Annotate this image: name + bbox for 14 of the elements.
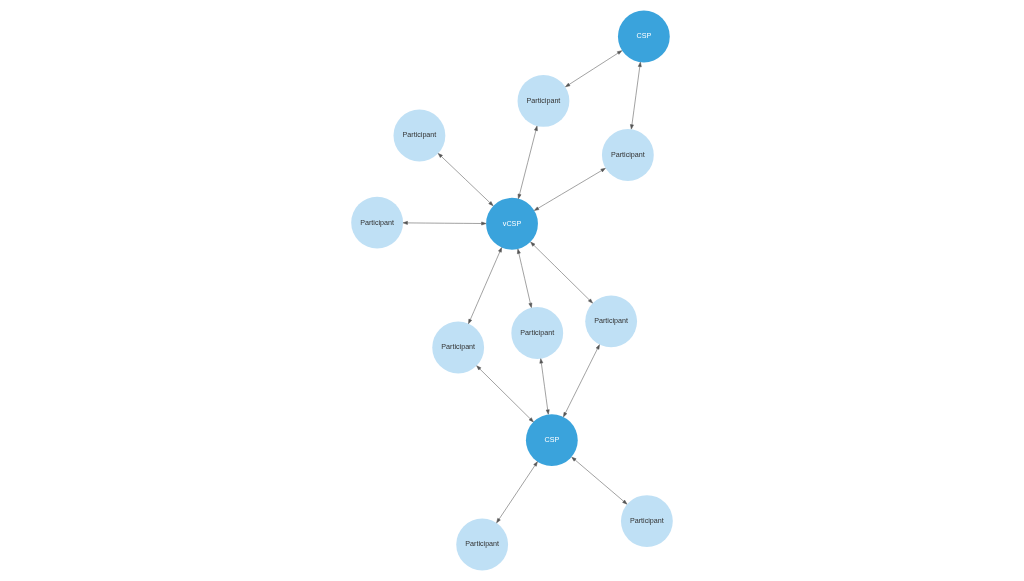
arrow (468, 247, 502, 324)
arrow (534, 168, 606, 211)
arrow (517, 248, 533, 308)
arrow (571, 456, 628, 505)
arrow (437, 153, 494, 206)
arrow (539, 358, 550, 415)
arrow (563, 344, 600, 418)
arrow (530, 241, 593, 304)
arrow (517, 125, 538, 199)
arrow (402, 221, 487, 226)
arrow (476, 365, 534, 423)
arrow (630, 61, 642, 130)
arrow (496, 461, 538, 524)
arrow (565, 50, 623, 88)
